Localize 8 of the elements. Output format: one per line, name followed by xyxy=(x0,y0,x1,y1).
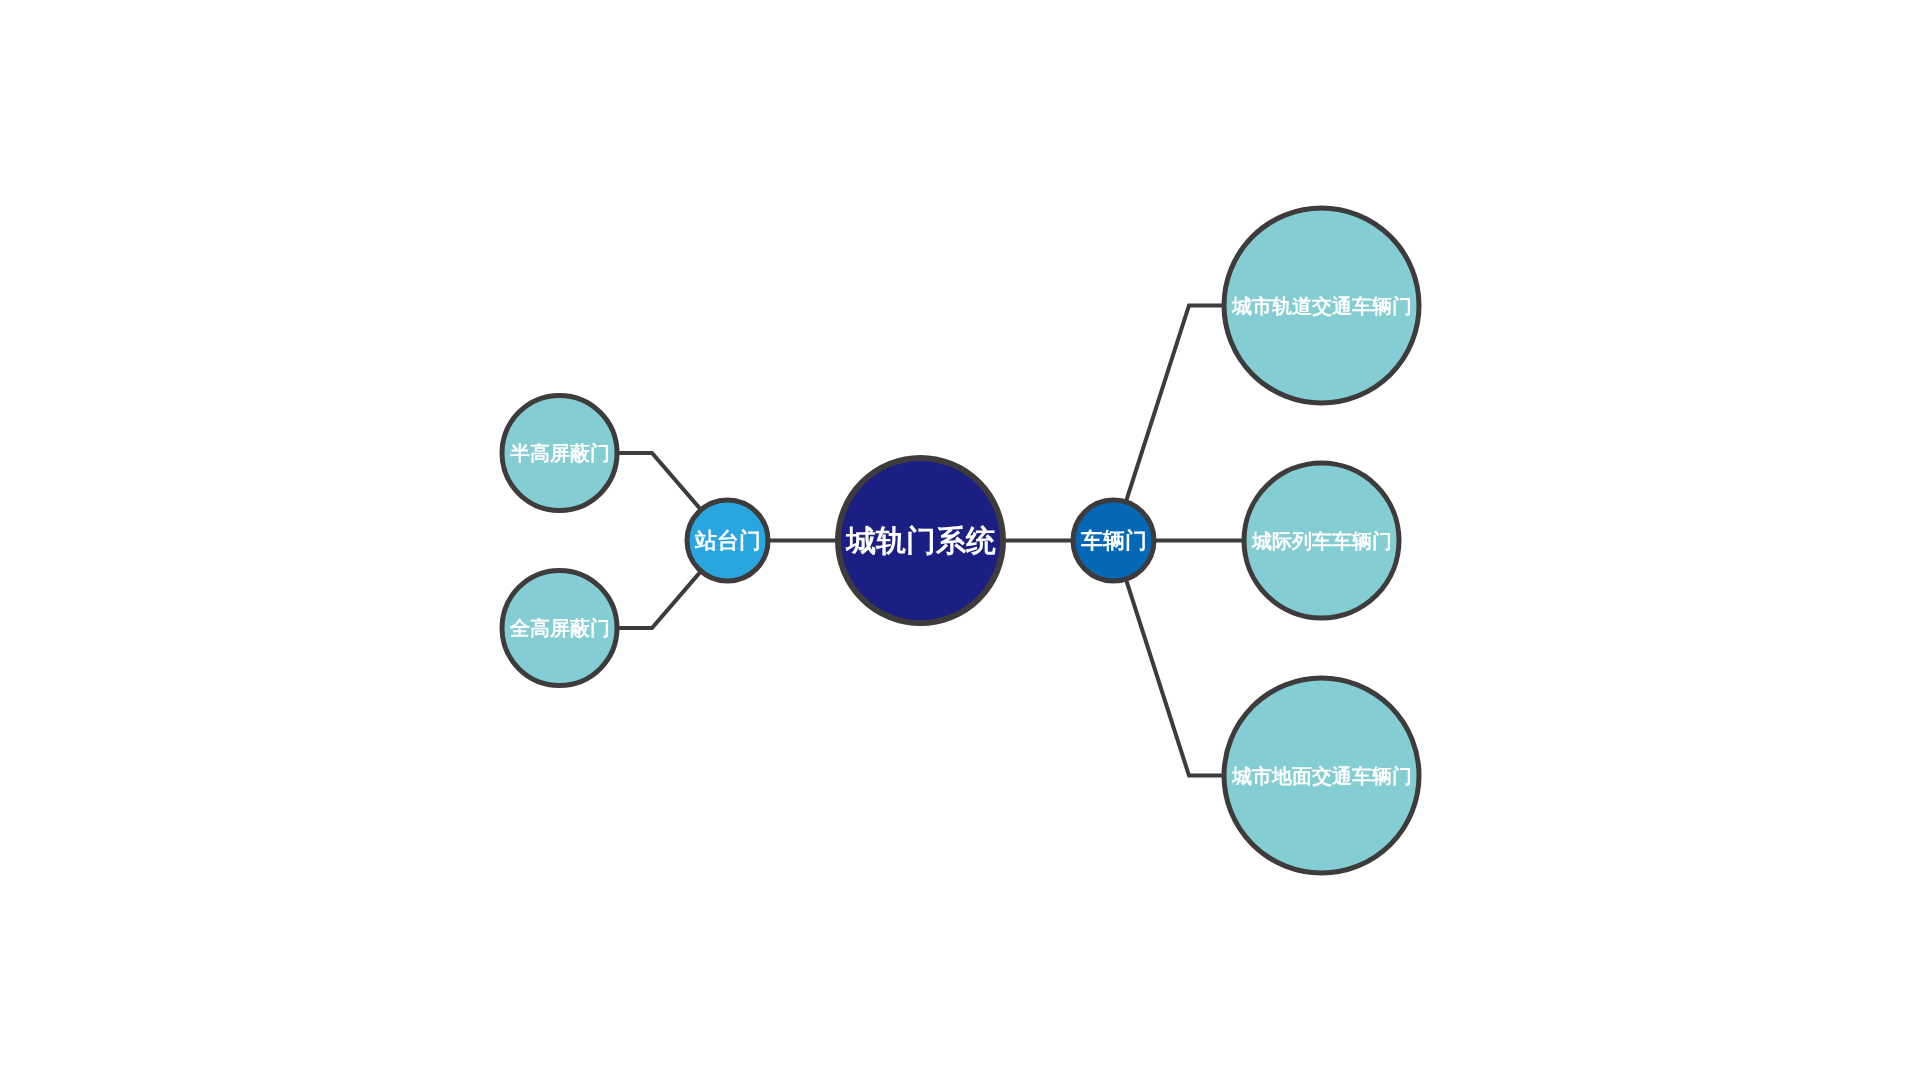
node-circle: 城市轨道交通车辆门 xyxy=(1221,205,1421,405)
node-circle: 城际列车车辆门 xyxy=(1241,460,1401,620)
node-circle: 站台门 xyxy=(684,497,770,583)
node-circle: 全高屏蔽门 xyxy=(499,567,619,688)
node-circle: 半高屏蔽门 xyxy=(499,392,619,513)
node-circle: 车辆门 xyxy=(1070,497,1156,583)
connector xyxy=(767,538,838,542)
node-circle: 城市地面交通车辆门 xyxy=(1221,675,1421,875)
